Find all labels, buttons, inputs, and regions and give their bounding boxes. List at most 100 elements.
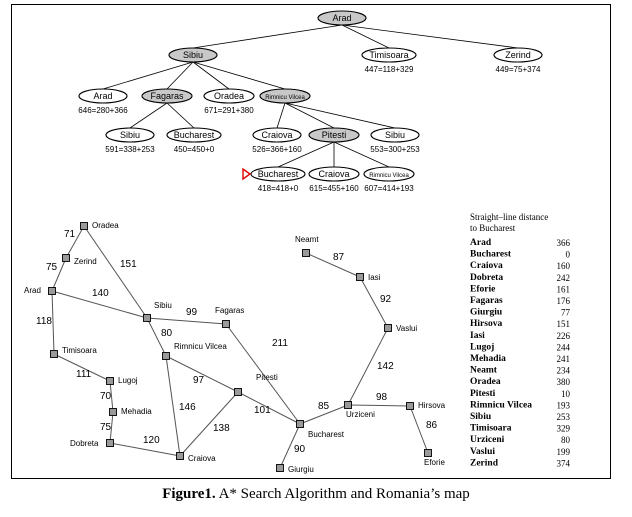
tree-node-ellipse [168, 47, 218, 63]
tree-node-label: Timisoara [369, 50, 408, 60]
road-distance: 98 [376, 392, 388, 403]
city-vaslui: Vaslui [384, 324, 417, 333]
table-distance: 253 [557, 412, 571, 422]
road-oradea-zerind: 71 [64, 225, 85, 259]
city-neamt: Neamt [295, 235, 319, 257]
tree-node-value: 671=291+380 [204, 106, 254, 115]
table-city: Rimnicu Vilcea [470, 400, 532, 410]
city-marker [162, 352, 170, 360]
tree-edge [341, 24, 390, 49]
city-label: Sibiu [154, 301, 172, 310]
road-sibiu-fagaras: 99 [146, 307, 227, 325]
tree-node-label: Sibiu [183, 50, 203, 60]
table-distance: 226 [557, 331, 571, 341]
table-distance: 193 [557, 400, 571, 410]
city-urziceni: Urziceni [344, 401, 375, 419]
table-row: Iasi 226 [470, 331, 571, 341]
tree-node-ellipse [78, 88, 128, 104]
table-city: Vaslui [470, 447, 495, 457]
road-line [51, 257, 67, 292]
city-marker [50, 350, 58, 358]
table-row: Giurgiu 77 [470, 308, 571, 318]
goal-marker-icon [242, 167, 252, 181]
road-line [279, 423, 301, 469]
table-row: Sibiu 253 [470, 412, 571, 422]
table-city: Zerind [470, 458, 499, 468]
tree-edge [166, 61, 194, 90]
tree-node-rimnicu: Rimnicu Vilcea [259, 88, 311, 104]
table-distance: 329 [557, 424, 571, 434]
table-city: Sibiu [470, 412, 492, 422]
table-distance: 80 [561, 435, 571, 445]
road-distance: 97 [193, 375, 205, 386]
caption-label: Figure1. [162, 486, 216, 502]
road-arad-sibiu: 140 [51, 288, 148, 319]
tree-node-value: 418=418+0 [258, 184, 299, 193]
city-marker [106, 377, 114, 385]
tree-node-label: Pitesti [322, 130, 347, 140]
tree-node-ellipse [259, 88, 311, 104]
city-iasi: Iasi [356, 273, 381, 282]
road-line [109, 380, 114, 413]
city-marker [302, 249, 310, 257]
tree-edge [284, 102, 335, 129]
road-iasi-neamt: 87 [305, 252, 361, 278]
table-city: Hirsova [470, 319, 502, 329]
city-label: Pitesti [256, 373, 278, 382]
city-oradea: Oradea [80, 221, 119, 230]
city-lugoj: Lugoj [106, 376, 138, 385]
tree-node-fagaras: Fagaras [141, 88, 193, 104]
road-distance: 140 [92, 288, 109, 299]
road-distance: 211 [272, 338, 288, 349]
road-distance: 151 [120, 259, 137, 270]
road-line [165, 355, 239, 393]
table-distance: 241 [557, 354, 571, 364]
road-distance: 138 [213, 423, 230, 434]
tree-edge [166, 102, 195, 129]
table-city: Iasi [470, 331, 485, 341]
table-distance: 77 [561, 308, 571, 318]
table-distance: 151 [557, 319, 571, 329]
city-label: Zerind [74, 257, 97, 266]
table-city: Neamt [470, 366, 498, 376]
road-distance: 146 [179, 402, 196, 413]
table-city: Craiova [470, 261, 503, 271]
road-distance: 75 [100, 422, 112, 433]
tree-node-label: Rimnicu Vilcea [369, 173, 409, 179]
tree-node-value: 526=366+160 [252, 145, 302, 154]
table-row: Rimnicu Vilcea 193 [470, 400, 571, 410]
table-city: Giurgiu [470, 308, 503, 318]
tree-node-pitesti: Pitesti [308, 127, 360, 143]
city-label: Neamt [295, 235, 319, 244]
tree-node-value: 607=414+193 [364, 184, 414, 193]
table-distance: 374 [557, 458, 571, 468]
city-dobreta: Dobreta [70, 439, 114, 448]
table-city: Bucharest [470, 250, 512, 260]
city-marker [276, 464, 284, 472]
table-city: Oradea [470, 377, 501, 387]
road-line [225, 323, 301, 425]
city-marker [424, 449, 432, 457]
tree-node-ellipse [493, 47, 543, 63]
tree-node-label: Craiova [261, 130, 292, 140]
table-city: Dobreta [470, 273, 503, 283]
city-marker [48, 287, 56, 295]
table-city: Urziceni [470, 435, 505, 445]
road-line [109, 411, 114, 444]
tree-edge [102, 61, 194, 90]
road-distance: 90 [294, 444, 306, 455]
road-distance: 120 [143, 435, 160, 446]
search-tree-edges [102, 24, 519, 168]
tree-edge [276, 102, 286, 129]
city-label: Giurgiu [288, 465, 314, 474]
caption-text: A* Search Algorithm and Romania’s map [215, 486, 470, 502]
road-pitesti-bucharest: 101 [237, 391, 301, 425]
